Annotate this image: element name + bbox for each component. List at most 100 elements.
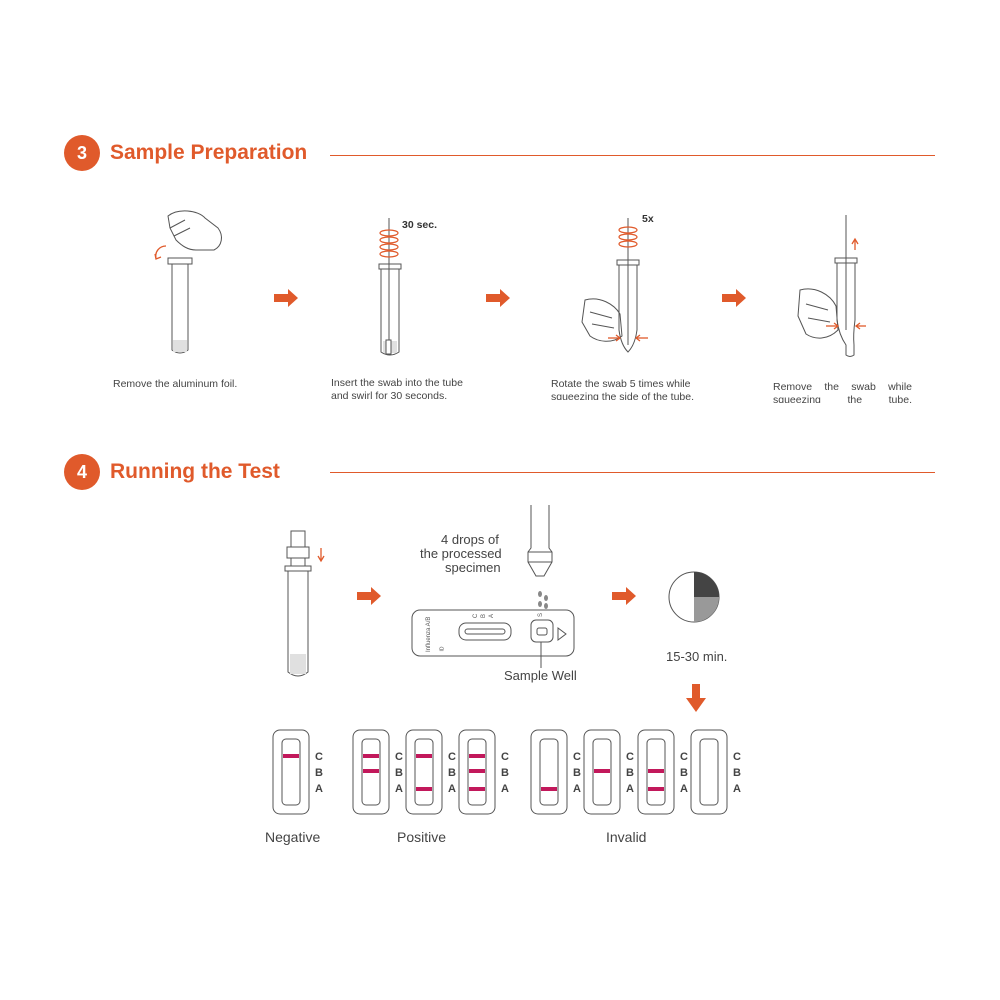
strip-outline: [272, 729, 310, 815]
section-title-sample-preparation: Sample Preparation: [110, 141, 308, 164]
result-strip-4: CBA: [458, 729, 509, 815]
strip-outline: [458, 729, 496, 815]
strip-letter-a: A: [448, 783, 456, 795]
step3-caption: Rotate the swab 5 times while squeezing …: [551, 378, 695, 400]
flow-arrow-1: [274, 289, 298, 307]
strip-letter-b: B: [733, 767, 741, 779]
strip-letter-c: C: [315, 751, 323, 763]
result-strip-3: CBA: [405, 729, 456, 815]
strip-line-c: [469, 754, 485, 758]
strip-letter-c: C: [448, 751, 456, 763]
step1-tube-cap: [167, 257, 193, 265]
drops-text-line3: specimen: [445, 560, 501, 575]
step-3-badge: 3: [64, 135, 100, 171]
strip-letter-a: A: [315, 783, 323, 795]
flow-arrow-5: [612, 587, 636, 605]
result-label-positive: Positive: [397, 829, 447, 845]
strip-window: [646, 738, 666, 806]
strip-letter-a: A: [501, 783, 509, 795]
step3-hand: [581, 298, 623, 342]
strip-letter-a: A: [395, 783, 403, 795]
flow-arrow-3: [722, 289, 746, 307]
strip-line-a: [416, 787, 432, 791]
strip-line-a: [541, 787, 557, 791]
capped-tube: [284, 530, 325, 677]
strip-letter-b: B: [395, 767, 403, 779]
step1-tube: [171, 264, 189, 354]
result-strip-7: CBA: [637, 729, 688, 815]
strip-line-a: [648, 787, 664, 791]
strip-letter-b: B: [448, 767, 456, 779]
step2-illustration: [378, 218, 402, 356]
step4-illustration: [797, 215, 866, 357]
strip-window: [539, 738, 559, 806]
drops-text-line2: the processed: [420, 546, 502, 561]
strip-outline: [530, 729, 568, 815]
timer-clock-icon: [668, 571, 720, 623]
strip-letter-c: C: [626, 751, 634, 763]
step2-caption: Insert the swab into the tube and swirl …: [331, 377, 463, 402]
step2-tube: [380, 269, 400, 356]
strip-letter-a: A: [680, 783, 688, 795]
strip-outline: [405, 729, 443, 815]
strip-letter-b: B: [501, 767, 509, 779]
strip-letter-c: C: [395, 751, 403, 763]
result-strip-8: CBA: [690, 729, 741, 815]
section-title-running-the-test: Running the Test: [110, 460, 280, 483]
result-strip-1: CBA: [272, 729, 323, 815]
strip-letter-a: A: [626, 783, 634, 795]
strip-letter-c: C: [573, 751, 581, 763]
section-4-divider: [330, 472, 935, 473]
strip-outline: [690, 729, 728, 815]
strip-line-c: [416, 754, 432, 758]
strip-letter-c: C: [680, 751, 688, 763]
result-label-invalid: Invalid: [606, 829, 647, 845]
strip-letter-b: B: [315, 767, 323, 779]
strip-window: [414, 738, 434, 806]
strip-line-c: [283, 754, 299, 758]
step4-caption: Remove the swab while squeezing the tube…: [773, 381, 912, 403]
strip-line-b: [648, 769, 664, 773]
step1-caption: Remove the aluminum foil.: [113, 378, 238, 390]
step4-hand: [797, 288, 839, 339]
strip-line-b: [469, 769, 485, 773]
strip-line-b: [594, 769, 610, 773]
result-strip-5: CBA: [530, 729, 581, 815]
strip-letter-b: B: [680, 767, 688, 779]
step3-rotation-annotation: 5x: [642, 213, 654, 225]
strip-window: [361, 738, 381, 806]
strip-letter-c: C: [501, 751, 509, 763]
flow-arrow-2: [486, 289, 510, 307]
strip-letter-b: B: [573, 767, 581, 779]
step1-hand: [167, 210, 222, 251]
flow-arrow-down: [686, 684, 706, 712]
drops-text-line1: 4 drops of: [441, 532, 499, 547]
strip-outline: [637, 729, 675, 815]
flow-arrow-4: [357, 587, 381, 605]
section-3-divider: [330, 155, 935, 156]
dropper: [527, 505, 553, 577]
result-strip-6: CBA: [583, 729, 634, 815]
strip-window: [281, 738, 301, 806]
strip-letter-a: A: [573, 783, 581, 795]
step3-illustration: [581, 218, 648, 353]
step2-tube-rim: [378, 263, 402, 270]
strip-outline: [352, 729, 390, 815]
result-label-negative: Negative: [265, 829, 321, 845]
specimen-drops: [538, 591, 548, 609]
strip-line-c: [363, 754, 379, 758]
result-strip-2: CBA: [352, 729, 403, 815]
strip-line-b: [363, 769, 379, 773]
strip-window: [592, 738, 612, 806]
test-cassette: [411, 609, 575, 668]
step-4-badge: 4: [64, 454, 100, 490]
step2-duration-annotation: 30 sec.: [402, 219, 438, 231]
strip-letter-c: C: [733, 751, 741, 763]
strip-window: [699, 738, 719, 806]
step-3-number: 3: [76, 142, 87, 163]
strip-letter-a: A: [733, 783, 741, 795]
strip-outline: [583, 729, 621, 815]
strip-window: [467, 738, 487, 806]
